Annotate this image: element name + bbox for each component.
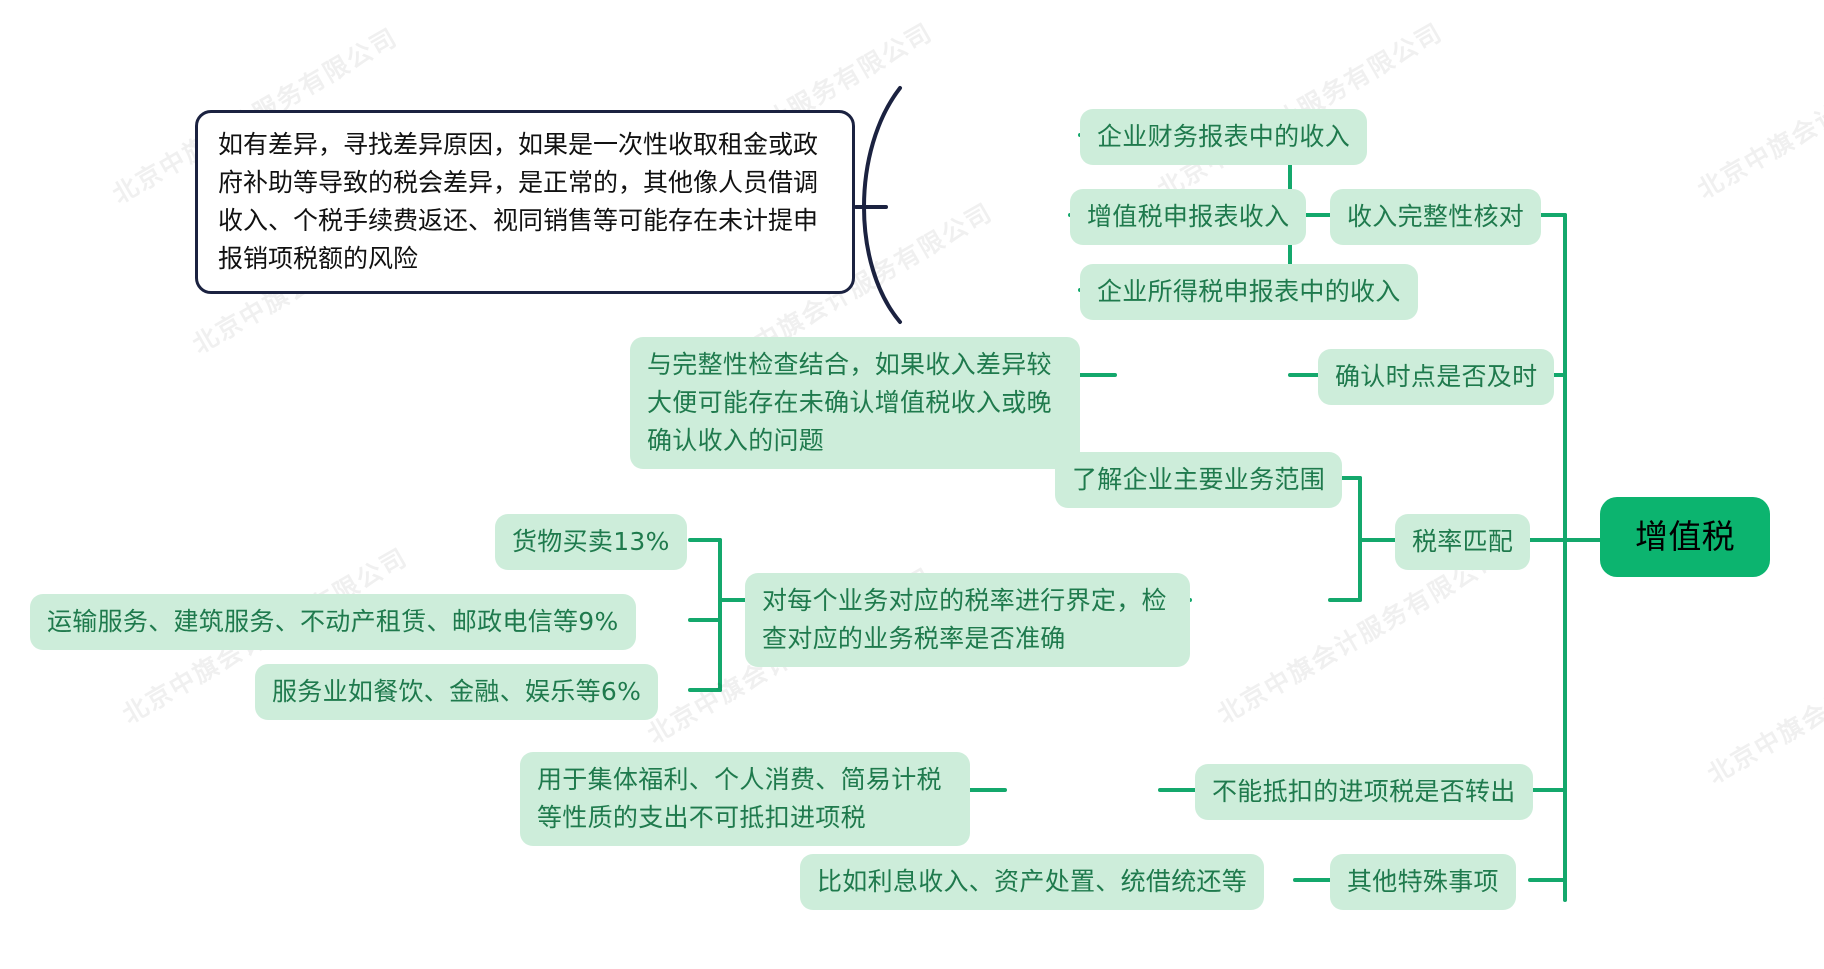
node-rate-6[interactable]: 服务业如餐饮、金融、娱乐等6% — [255, 664, 659, 720]
node-fin-statement-revenue[interactable]: 企业财务报表中的收入 — [1080, 109, 1368, 165]
root-node-vat[interactable]: 增值税 — [1600, 497, 1770, 577]
node-rate-13[interactable]: 货物买卖13% — [495, 514, 687, 570]
branch-node-input-tax-transfer[interactable]: 不能抵扣的进项税是否转出 — [1195, 764, 1533, 820]
branch-node-timing-confirmation[interactable]: 确认时点是否及时 — [1318, 349, 1555, 405]
node-cit-return-revenue[interactable]: 企业所得税申报表中的收入 — [1080, 264, 1418, 320]
branch-node-rate-matching[interactable]: 税率匹配 — [1395, 514, 1531, 570]
branch-node-revenue-completeness[interactable]: 收入完整性核对 — [1330, 189, 1542, 245]
node-timing-detail[interactable]: 与完整性检查结合，如果收入差异较大便可能存在未确认增值税收入或晚确认收入的问题 — [630, 337, 1080, 469]
watermark: 北京中旗会计服务有限公司 — [1702, 602, 1824, 790]
node-input-tax-detail[interactable]: 用于集体福利、个人消费、简易计税等性质的支出不可抵扣进项税 — [520, 752, 970, 846]
watermark: 北京中旗会计服务有限公司 — [1692, 17, 1824, 205]
note-box-revenue-difference[interactable]: 如有差异，寻找差异原因，如果是一次性收取租金或政府补助等导致的税会差异，是正常的… — [195, 110, 855, 294]
node-rate-9[interactable]: 运输服务、建筑服务、不动产租赁、邮政电信等9% — [30, 594, 636, 650]
node-business-scope[interactable]: 了解企业主要业务范围 — [1055, 452, 1343, 508]
node-special-items-detail[interactable]: 比如利息收入、资产处置、统借统还等 — [800, 854, 1265, 910]
group-bracket — [862, 86, 902, 324]
node-vat-return-revenue[interactable]: 增值税申报表收入 — [1070, 189, 1307, 245]
branch-node-special-items[interactable]: 其他特殊事项 — [1330, 854, 1516, 910]
node-rate-definition[interactable]: 对每个业务对应的税率进行界定，检查对应的业务税率是否准确 — [745, 573, 1190, 667]
